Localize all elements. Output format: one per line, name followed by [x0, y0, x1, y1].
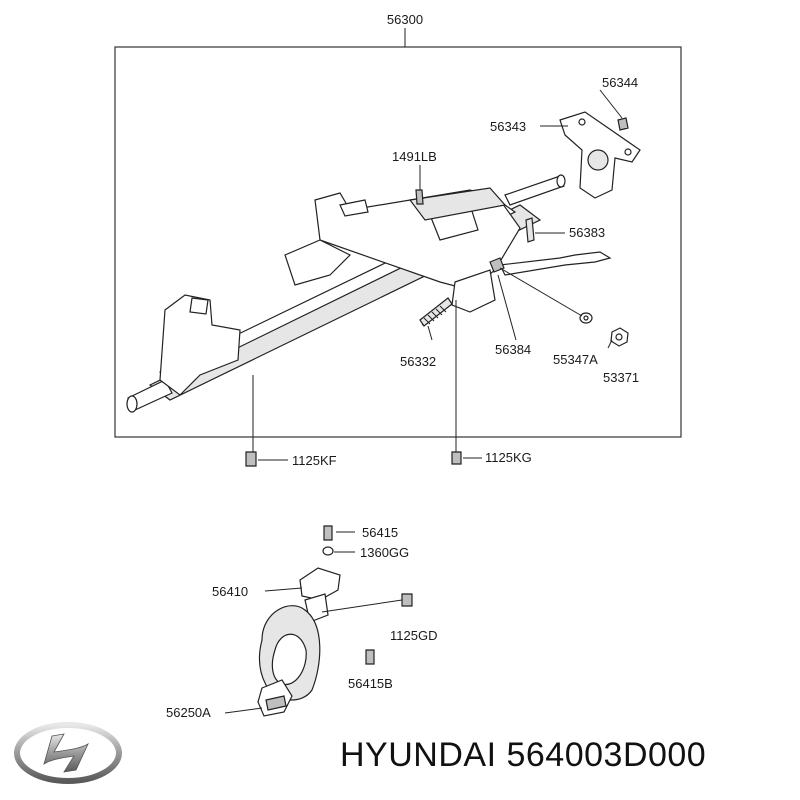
label-56332: 56332 — [400, 354, 436, 369]
part-caption: HYUNDAI 564003D000 — [340, 736, 800, 786]
upper-leaders — [252, 89, 623, 461]
label-1125kf: 1125KF — [292, 453, 337, 468]
label-56250a: 56250A — [166, 705, 211, 720]
hyundai-logo-icon — [14, 722, 122, 784]
label-56343: 56343 — [490, 119, 526, 134]
label-56415: 56415 — [362, 525, 398, 540]
label-1360gg: 1360GG — [360, 545, 409, 560]
label-56410: 56410 — [212, 584, 248, 599]
label-56384: 56384 — [495, 342, 531, 357]
label-55347a: 55347A — [553, 352, 598, 367]
label-56300: 56300 — [387, 12, 423, 27]
label-53371: 53371 — [603, 370, 639, 385]
label-1125gd: 1125GD — [390, 628, 437, 643]
label-1491lb: 1491LB — [392, 149, 437, 164]
part-number: 564003D000 — [506, 736, 707, 774]
label-1125kg: 1125KG — [485, 450, 532, 465]
label-56344: 56344 — [602, 75, 638, 90]
lower-leaders — [224, 531, 403, 714]
brand-name: HYUNDAI — [340, 736, 497, 774]
label-56415b: 56415B — [348, 676, 393, 691]
assembly-frame — [114, 46, 682, 438]
steering-column-drawing — [126, 111, 641, 467]
part-labels: 56300 56344 56343 1491LB 56383 56332 563… — [166, 12, 639, 720]
label-56383: 56383 — [569, 225, 605, 240]
lower-joint-drawing — [257, 525, 413, 717]
